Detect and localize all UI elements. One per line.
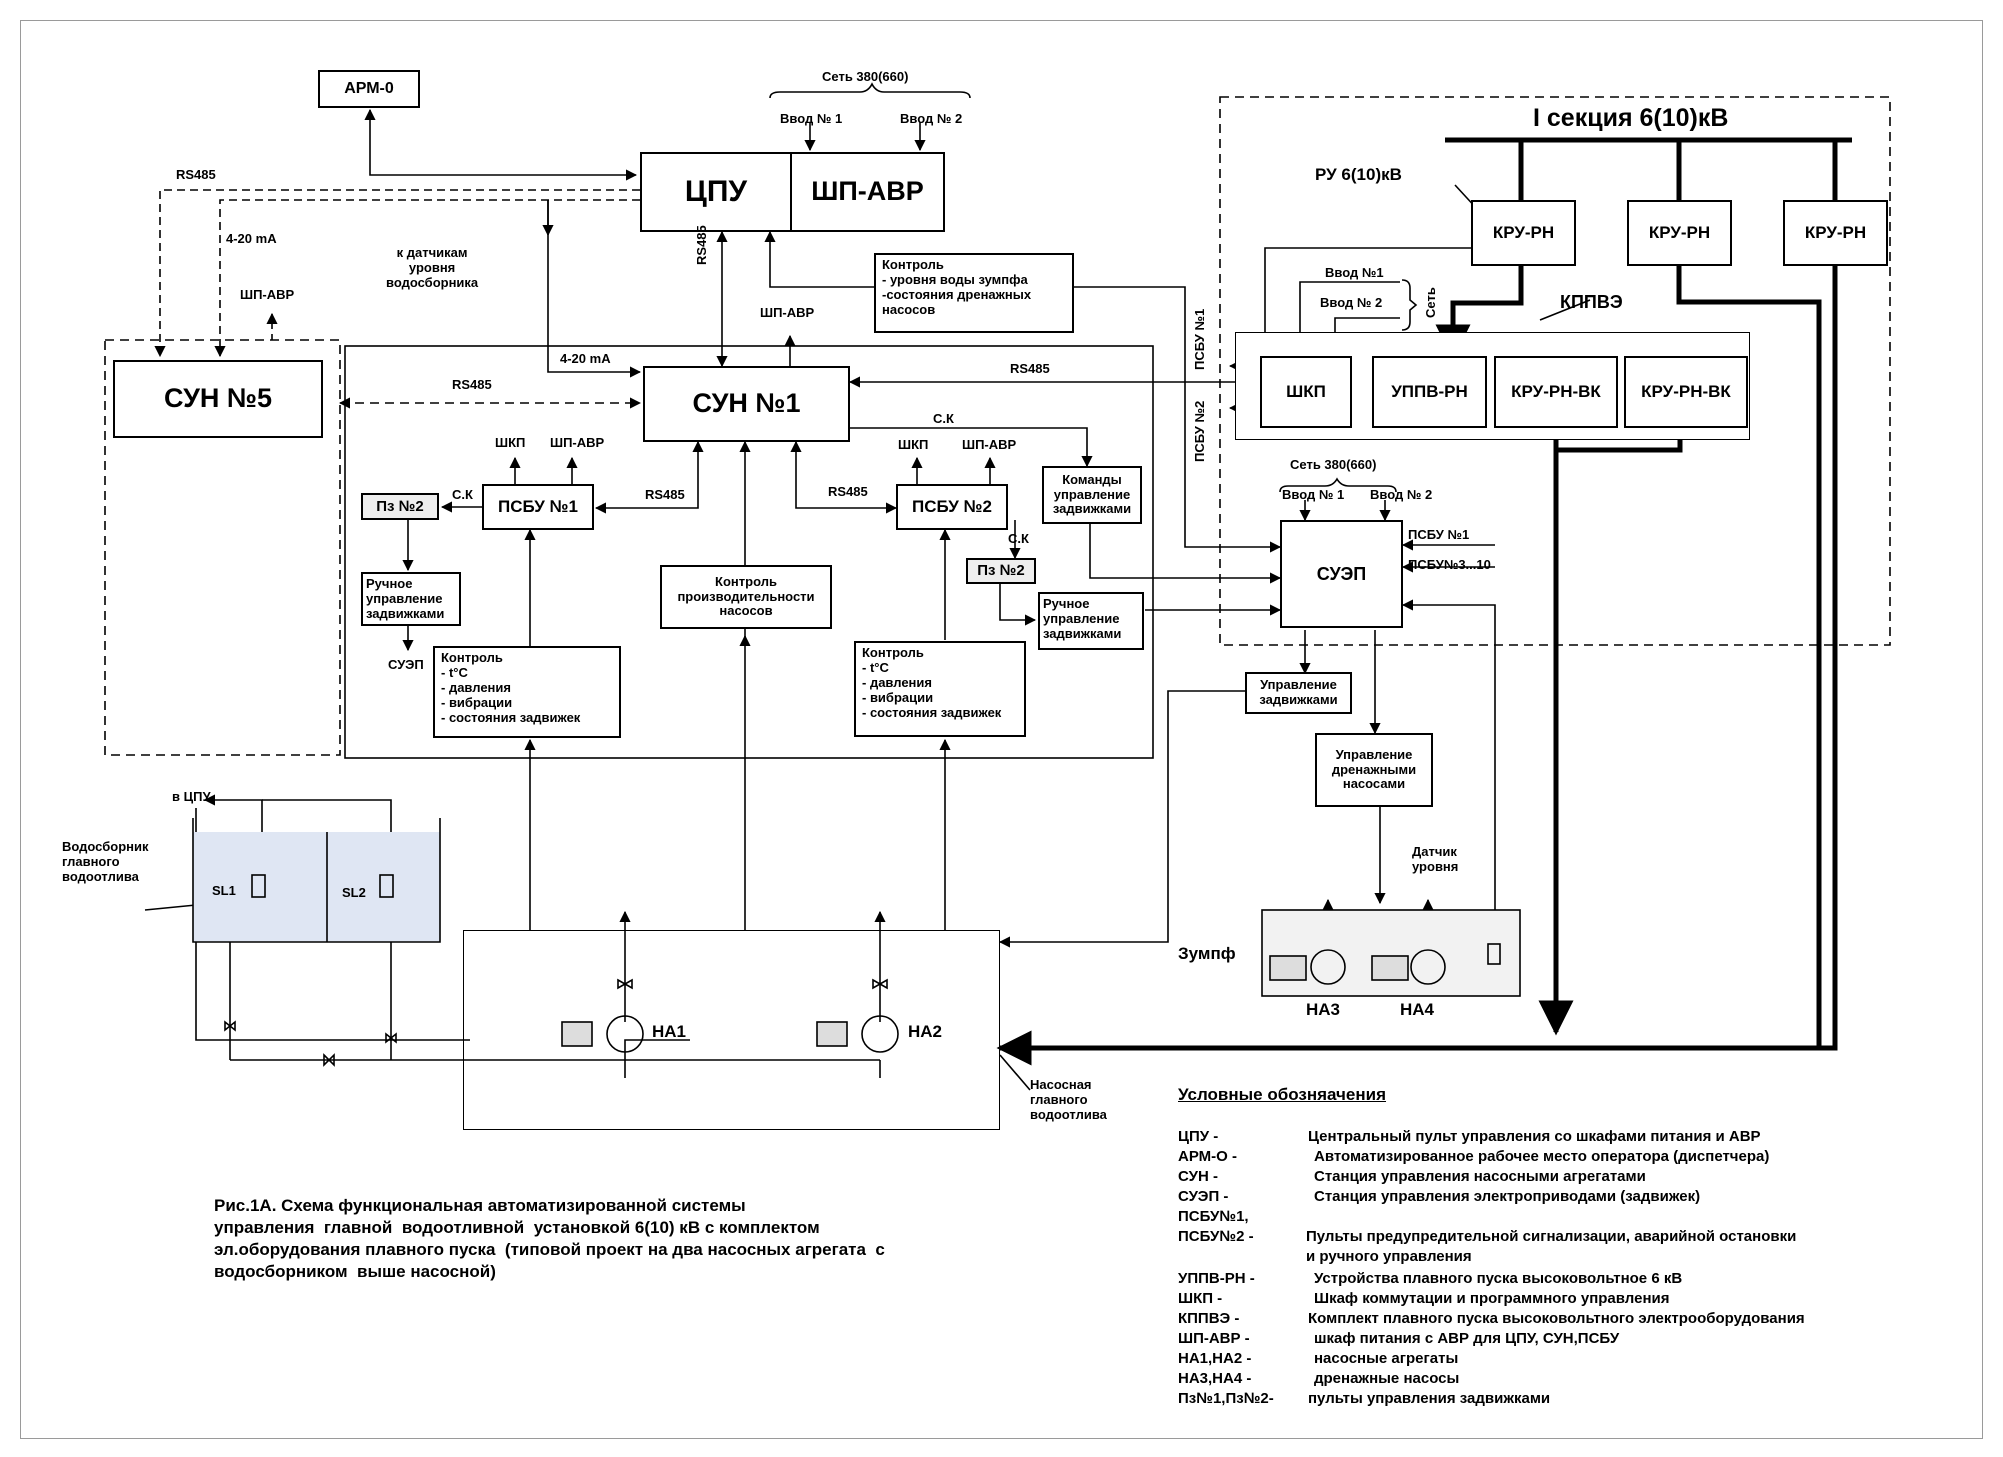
shkp-box[interactable]: ШКП bbox=[1260, 356, 1352, 428]
commands-box[interactable]: Команды управление задвижками bbox=[1042, 466, 1142, 524]
net-top-label: Сеть 380(660) bbox=[822, 69, 909, 84]
pz1-box[interactable]: Пз №2 bbox=[361, 493, 439, 520]
legend-row: и ручного управления bbox=[1306, 1248, 1472, 1265]
shkp-label-1: ШКП bbox=[495, 435, 526, 450]
net-suep-label: Сеть 380(660) bbox=[1290, 457, 1377, 472]
sun1-box[interactable]: СУН №1 bbox=[643, 366, 850, 442]
pump-room-label: Насосная главного водоотлива bbox=[1030, 1077, 1107, 1122]
rs485-label-2: RS485 bbox=[452, 377, 492, 392]
legend-row: НА1,НА2 -насосные агрегаты bbox=[1178, 1350, 1459, 1367]
kruvk2-box[interactable]: КРУ-РН-ВК bbox=[1624, 356, 1748, 428]
legend-row: ШКП -Шкаф коммутации и программного упра… bbox=[1178, 1290, 1670, 1307]
kru1-box[interactable]: КРУ-РН bbox=[1471, 200, 1576, 266]
psbu2-vertical-label: ПСБУ №2 bbox=[1192, 400, 1207, 462]
na1-label: НА1 bbox=[652, 1022, 687, 1041]
legend-row: НА3,НА4 -дренажные насосы bbox=[1178, 1370, 1460, 1387]
legend-row: АРМ-О -Автоматизированное рабочее место … bbox=[1178, 1148, 1770, 1165]
vvod1-label: Ввод №1 bbox=[1325, 265, 1384, 280]
rs485-label-5: RS485 bbox=[828, 484, 868, 499]
psbu-n3-label: ПСБУ№3...10 bbox=[1408, 557, 1491, 572]
set-label: Сеть bbox=[1423, 287, 1438, 318]
input2-label: Ввод № 2 bbox=[900, 111, 963, 126]
ma-label-2: 4-20 mA bbox=[560, 351, 611, 366]
ru-label: РУ 6(10)кВ bbox=[1315, 165, 1402, 184]
rs485-vertical-label: RS485 bbox=[694, 225, 709, 265]
na3-label: НА3 bbox=[1306, 1000, 1341, 1019]
na4-label: НА4 bbox=[1400, 1000, 1435, 1019]
shp-avr-label-2: ШП-АВР bbox=[760, 305, 815, 320]
v-cpu-label: в ЦПУ bbox=[172, 789, 211, 804]
kppve-label: КППВЭ bbox=[1560, 292, 1623, 312]
suep-in2-label: Ввод № 2 bbox=[1370, 487, 1433, 502]
manual1-box[interactable]: Ручное управление задвижками bbox=[361, 572, 461, 626]
vvod2-label: Ввод № 2 bbox=[1320, 295, 1383, 310]
diagram-frame bbox=[20, 20, 1983, 1439]
sl2-label: SL2 bbox=[342, 885, 366, 900]
shp-avr-main-box[interactable]: ШП-АВР bbox=[790, 152, 945, 232]
psbu1-box[interactable]: ПСБУ №1 bbox=[482, 484, 594, 530]
control-perf-box[interactable]: Контроль производительности насосов bbox=[660, 565, 832, 629]
sk-label-2: С.К bbox=[452, 487, 473, 502]
cpu-box[interactable]: ЦПУ bbox=[640, 152, 792, 232]
sk-label-1: С.К bbox=[933, 411, 954, 426]
control-sump-box[interactable]: Контроль - уровня воды зумпфа -состояния… bbox=[874, 253, 1074, 333]
legend-row: Пз№1,Пз№2-пульты управления задвижками bbox=[1178, 1390, 1551, 1407]
control-right-box[interactable]: Контроль - t°C - давления - вибрации - с… bbox=[854, 641, 1026, 737]
pz2-box[interactable]: Пз №2 bbox=[966, 558, 1036, 584]
drain-ctrl-box[interactable]: Управление дренажными насосами bbox=[1315, 733, 1433, 807]
input1-label: Ввод № 1 bbox=[780, 111, 843, 126]
na2-label: НА2 bbox=[908, 1022, 943, 1041]
kru3-box[interactable]: КРУ-РН bbox=[1783, 200, 1888, 266]
legend-row: ПСБУ№2 -Пульты предупредительной сигнали… bbox=[1178, 1228, 1797, 1245]
legend-row: УППВ-РН -Устройства плавного пуска высок… bbox=[1178, 1270, 1683, 1287]
legend-row: ЦПУ -Центральный пульт управления со шка… bbox=[1178, 1128, 1761, 1145]
shp-avr-label-3: ШП-АВР bbox=[550, 435, 605, 450]
sensors-label: к датчикам уровня водосборника bbox=[386, 245, 479, 290]
shp-avr-label-1: ШП-АВР bbox=[240, 287, 295, 302]
suep-box[interactable]: СУЭП bbox=[1280, 520, 1403, 628]
legend-row: КППВЭ -Комплект плавного пуска высоковол… bbox=[1178, 1310, 1805, 1327]
sk-label-3: С.К bbox=[1008, 531, 1029, 546]
zumpf-label: Зумпф bbox=[1178, 944, 1236, 963]
suep-label-left: СУЭП bbox=[388, 657, 424, 672]
figure-caption: Рис.1А. Схема функциональная автоматизир… bbox=[214, 1196, 885, 1282]
suep-in1-label: Ввод № 1 bbox=[1282, 487, 1345, 502]
uppv-box[interactable]: УППВ-РН bbox=[1372, 356, 1487, 428]
rs485-label-1: RS485 bbox=[176, 167, 216, 182]
reservoir-label: Водосборник главного водоотлива bbox=[62, 839, 149, 884]
shkp-label-2: ШКП bbox=[898, 437, 929, 452]
legend-row: СУН -Станция управления насосными агрега… bbox=[1178, 1168, 1646, 1185]
psbu1-vertical-label: ПСБУ №1 bbox=[1192, 308, 1207, 370]
psbu2-box[interactable]: ПСБУ №2 bbox=[896, 484, 1008, 530]
psbu-n1-label: ПСБУ №1 bbox=[1408, 527, 1470, 542]
shp-avr-label-4: ШП-АВР bbox=[962, 437, 1017, 452]
section-label: I секция 6(10)кВ bbox=[1533, 104, 1729, 132]
manual2-box[interactable]: Ручное управление задвижками bbox=[1038, 592, 1144, 650]
control-left-box[interactable]: Контроль - t°C - давления - вибрации - с… bbox=[433, 646, 621, 738]
legend-row: СУЭП -Станция управления электроприводам… bbox=[1178, 1188, 1701, 1205]
kruvk1-box[interactable]: КРУ-РН-ВК bbox=[1494, 356, 1618, 428]
valve-ctrl-box[interactable]: Управление задвижками bbox=[1245, 672, 1352, 714]
ma-label-1: 4-20 mA bbox=[226, 231, 277, 246]
sensor-level-label: Датчик уровня bbox=[1412, 844, 1459, 874]
legend-row: ПСБУ№1, bbox=[1178, 1208, 1249, 1225]
legend-row: ШП-АВР -шкаф питания с АВР для ЦПУ, СУН,… bbox=[1178, 1330, 1620, 1347]
rs485-label-3: RS485 bbox=[1010, 361, 1050, 376]
pump-room-box bbox=[463, 930, 1000, 1130]
legend-title: Условные обозняачения bbox=[1178, 1085, 1387, 1104]
sun5-box[interactable]: СУН №5 bbox=[113, 360, 323, 438]
kru2-box[interactable]: КРУ-РН bbox=[1627, 200, 1732, 266]
rs485-label-4: RS485 bbox=[645, 487, 685, 502]
arm-box[interactable]: АРМ-0 bbox=[318, 70, 420, 108]
sl1-label: SL1 bbox=[212, 883, 236, 898]
